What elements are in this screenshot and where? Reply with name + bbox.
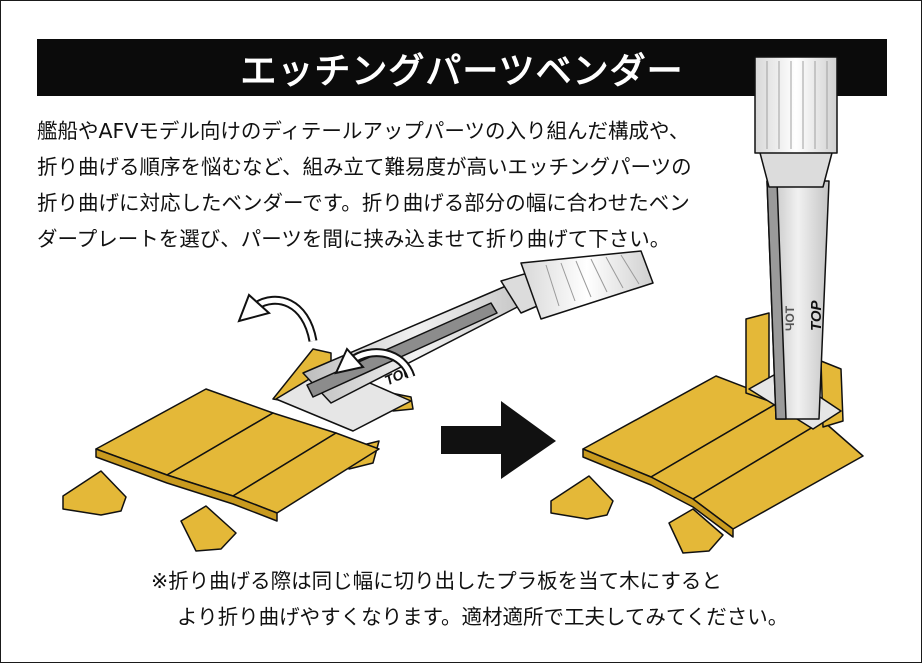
part-flap-folded-left xyxy=(745,312,770,402)
right-etching-part xyxy=(550,312,864,554)
part-panel-mid xyxy=(166,412,337,497)
tool-label-top-right: TOP xyxy=(808,299,825,331)
part-panel-front xyxy=(692,420,864,530)
part-panel-back xyxy=(582,375,782,478)
page-title: エッチングパーツベンダー xyxy=(240,50,684,92)
part-flap-left xyxy=(550,475,614,520)
part-flap-folded-right xyxy=(820,360,844,428)
description-line: 折り曲げる順序を悩むなど、組み立て難易度が高いエッチングパーツの xyxy=(37,155,692,179)
part-panel-back xyxy=(95,388,274,476)
bender-handle xyxy=(520,250,654,320)
part-panel-mid xyxy=(650,400,824,500)
part-edge xyxy=(582,448,734,538)
direction-arrow xyxy=(441,401,556,479)
right-bender-tool: TOP ЧОТ xyxy=(748,56,842,430)
bender-plate-base xyxy=(275,365,412,432)
note-line: より折り曲げやすくなります。適材適所で工夫してみてください。 xyxy=(177,605,789,629)
bender-plate-base xyxy=(748,370,842,430)
handle-grip-lines xyxy=(545,254,640,307)
fold-arrow-large xyxy=(237,293,318,342)
bender-plate-edge xyxy=(306,302,498,398)
part-edge xyxy=(95,448,278,522)
part-flap-side xyxy=(380,390,414,412)
part-flap-right xyxy=(338,440,380,470)
bender-collar xyxy=(500,268,550,314)
part-flap-folding xyxy=(272,348,332,404)
note-line: ※折り曲げる際は同じ幅に切り出したプラ板を当て木にすると xyxy=(151,569,722,593)
description-text: 艦船やAFVモデル向けのディテールアップパーツの入り組んだ構成や、 折り曲げる順… xyxy=(37,113,727,257)
fold-arrow-small xyxy=(334,347,416,379)
left-bender-tool: TOP xyxy=(275,250,654,432)
part-panel-front xyxy=(232,432,380,514)
note-text: ※折り曲げる際は同じ幅に切り出したプラ板を当て木にすると より折り曲げやすくなり… xyxy=(151,563,851,635)
part-flap-bottom xyxy=(180,505,237,552)
bender-plate-side xyxy=(766,180,787,420)
part-flap-bottom xyxy=(668,508,724,554)
description-line: 艦船やAFVモデル向けのディテールアップパーツの入り組んだ構成や、 xyxy=(37,119,690,143)
bender-collar xyxy=(758,148,834,188)
left-etching-part xyxy=(62,348,414,552)
description-line: ダープレートを選び、パーツを間に挟み込ませて折り曲げて下さい。 xyxy=(37,227,671,251)
bender-plate-blade xyxy=(302,285,530,404)
description-line: 折り曲げに対応したベンダーです。折り曲げる部分の幅に合わせたベン xyxy=(37,191,690,215)
part-flap-left xyxy=(62,470,127,516)
title-bar: エッチングパーツベンダー xyxy=(37,39,887,96)
tool-label-top-left: TOP xyxy=(382,362,415,389)
bender-plate-blade xyxy=(766,180,830,420)
tool-label-top-right-back: ЧОТ xyxy=(783,305,797,331)
